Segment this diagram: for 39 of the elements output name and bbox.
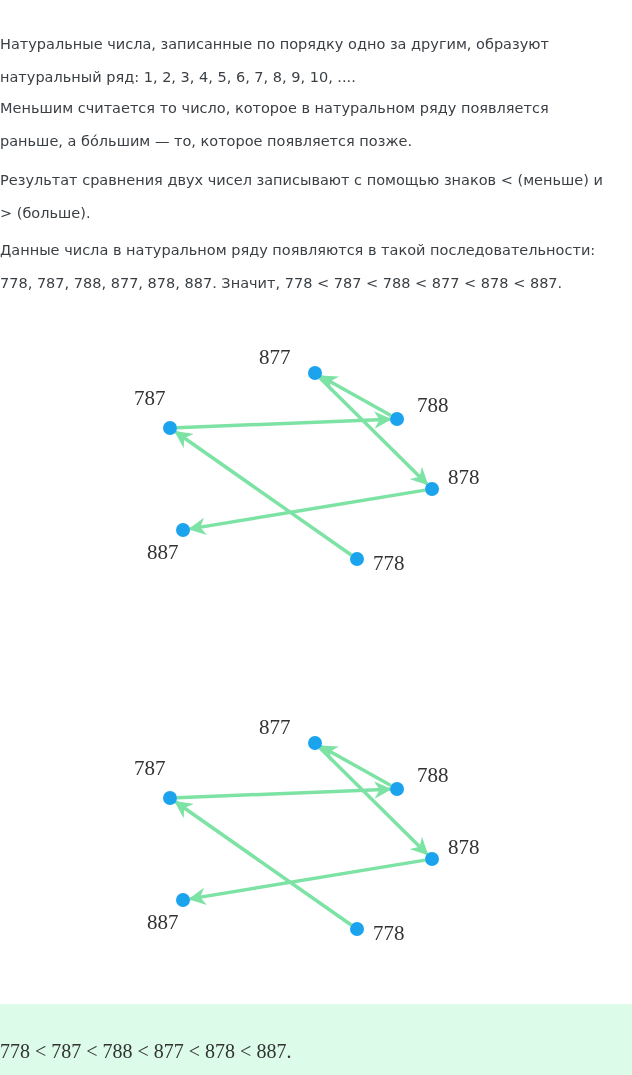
arrow: [174, 800, 353, 927]
point-dot: [308, 366, 322, 380]
arrow: [176, 411, 392, 430]
number-label: 778: [373, 551, 405, 576]
paragraph: Результат сравнения двух чисел записывают с помощью знаков < (меньше) и > (больше).: [0, 171, 604, 223]
point-dot: [390, 412, 404, 426]
arrow: [176, 781, 392, 800]
number-label: 878: [448, 835, 480, 860]
answer-text: 778 < 787 < 788 < 877 < 878 < 887.: [0, 1040, 292, 1063]
point-dot: [176, 523, 190, 537]
number-label: 877: [259, 715, 291, 740]
number-label: 878: [448, 465, 480, 490]
number-label: 778: [373, 921, 405, 946]
number-label: 788: [417, 763, 449, 788]
point-dot: [163, 791, 177, 805]
number-label: 788: [417, 393, 449, 418]
arrow: [188, 858, 426, 905]
number-label: 887: [147, 540, 179, 565]
point-dot: [350, 552, 364, 566]
arrow: [319, 744, 392, 788]
point-dot: [425, 482, 439, 496]
arrow: [319, 374, 392, 418]
paragraph: Данные числа в натуральном ряду появляются в такой последовательности: 778, 787, 788, 877, 878, 887. Значит, 778 < 787 < 788 < 877 < 878 < 887.: [0, 241, 597, 293]
point-dot: [350, 922, 364, 936]
arrow: [174, 430, 353, 557]
number-label: 787: [134, 756, 166, 781]
number-label: 887: [147, 910, 179, 935]
paragraph: Натуральные числа, записанные по порядку одно за другим, образуют натуральный ряд: 1, 2, 3, 4, 5, 6, 7, 8, 9, 10, ....: [0, 35, 550, 87]
point-dot: [425, 852, 439, 866]
point-dot: [176, 893, 190, 907]
arrow: [318, 376, 429, 486]
point-dot: [163, 421, 177, 435]
point-dot: [390, 782, 404, 796]
arrow: [318, 746, 429, 856]
number-label: 787: [134, 386, 166, 411]
number-label: 877: [259, 345, 291, 370]
arrow: [188, 488, 426, 535]
paragraph: Меньшим считается то число, которое в натуральном ряду появляется раньше, а бóльшим — то, которое появляется позже.: [0, 99, 550, 151]
point-dot: [308, 736, 322, 750]
